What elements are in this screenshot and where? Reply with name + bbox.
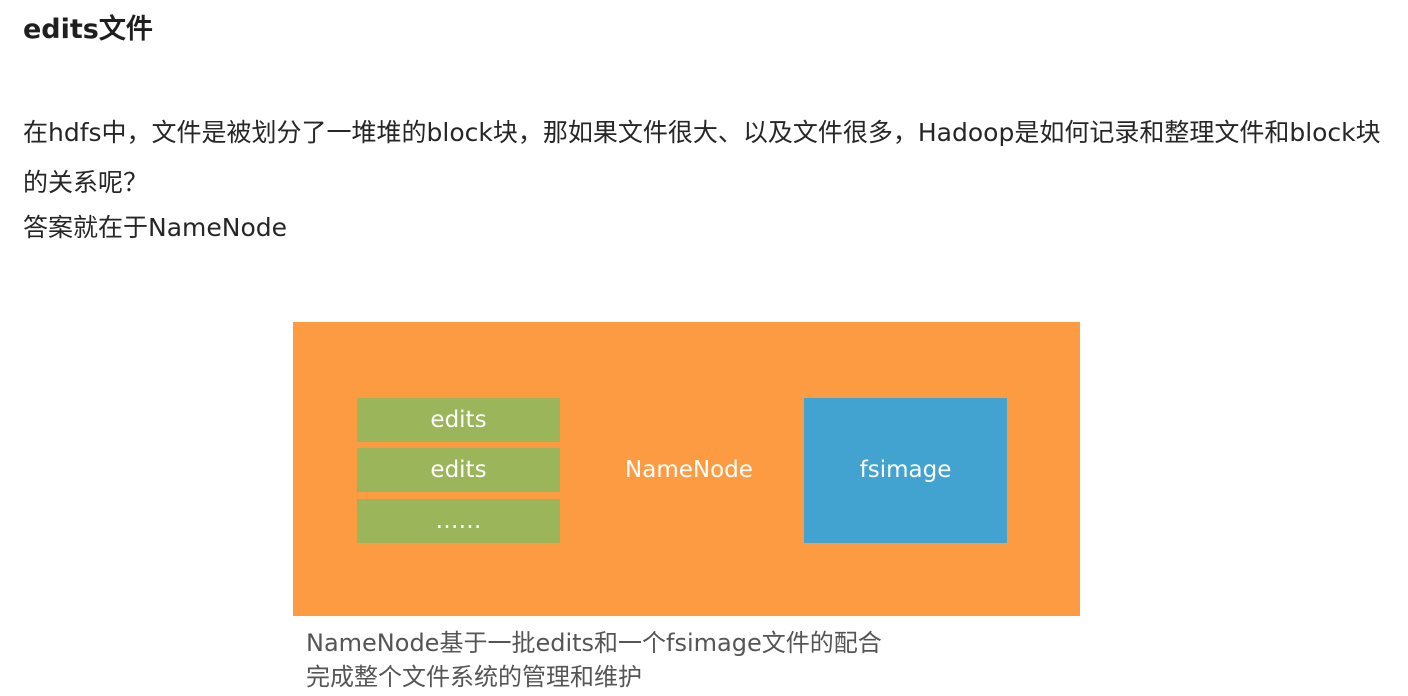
caption-line: 完成整个文件系统的管理和维护 [306, 663, 642, 691]
namenode-label: NameNode [625, 457, 753, 483]
edits-box: edits [357, 448, 560, 492]
intro-paragraph: 在hdfs中，文件是被划分了一堆堆的block块，那如果文件很大、以及文件很多，… [23, 118, 1381, 197]
edits-box: edits [357, 398, 560, 442]
fsimage-box: fsimage [804, 398, 1007, 543]
namenode-diagram: edits edits …… NameNode fsimage [293, 322, 1080, 616]
caption-line: NameNode基于一批edits和一个fsimage文件的配合 [306, 629, 882, 657]
section-heading: edits文件 [23, 14, 153, 45]
diagram-caption: NameNode基于一批edits和一个fsimage文件的配合 完成整个文件系… [306, 626, 882, 694]
answer-text: 答案就在于NameNode [23, 213, 288, 242]
edits-more-box: …… [357, 499, 560, 543]
